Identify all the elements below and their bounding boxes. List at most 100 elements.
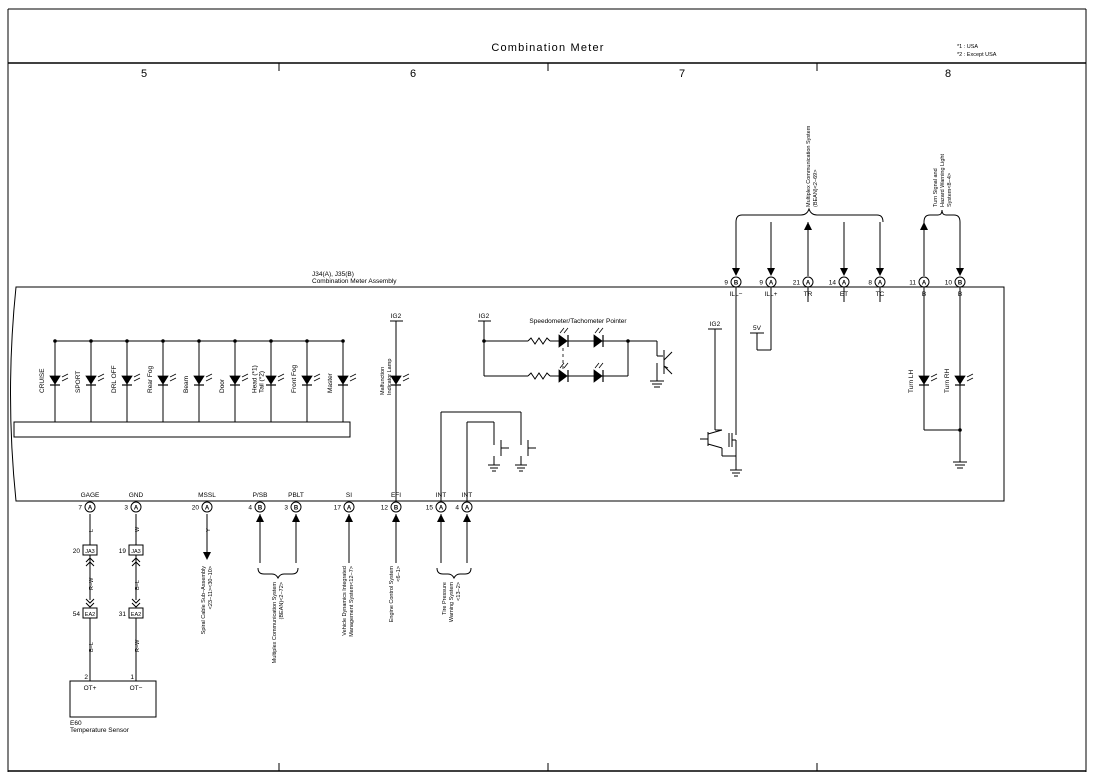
top-system-turn: Hazard Warning Light: [940, 154, 946, 207]
top-system-multiplex-ref: (BEAN)<2−69>: [813, 170, 819, 207]
indicator-label: Door: [219, 378, 226, 393]
pin-connector-letter: B: [394, 505, 399, 511]
pin-connector-letter: A: [465, 505, 470, 511]
pin-number: 14: [829, 279, 837, 286]
junction-pin: 19: [119, 548, 127, 555]
pin-connector-letter: A: [205, 505, 210, 511]
indicator-led: SPORT: [75, 339, 105, 422]
column-label: 7: [679, 68, 685, 80]
pin-number: 11: [909, 279, 916, 286]
pin-number: 15: [426, 504, 434, 511]
junction-connector: EA2: [131, 612, 141, 618]
top-system-turn: Turn Signal and: [933, 168, 939, 207]
sensor-pin-num: 2: [84, 674, 88, 681]
note-usa: *1 : USA: [957, 44, 978, 50]
pin-connector-letter: A: [134, 505, 139, 511]
pin-number: 3: [284, 504, 288, 511]
turn-circuit: [918, 302, 974, 469]
column-label: 6: [410, 68, 416, 80]
pin-connector-letter: B: [258, 505, 263, 511]
pin-connector-letter: A: [88, 505, 93, 511]
pin-number: 21: [793, 279, 801, 286]
turn-lh-label: Turn LH: [908, 369, 915, 393]
top-system-multiplex: Multiplex Communication System: [806, 125, 812, 207]
top-braces: [735, 207, 961, 223]
pin-name: INT: [436, 492, 447, 499]
wire-color: B−L: [89, 642, 95, 652]
pin-connector-letter: A: [842, 280, 847, 286]
indicator-label: CRUISE: [39, 368, 46, 393]
sensor-pin-name: OT−: [130, 685, 143, 692]
indicator-label: Front Fog: [291, 364, 298, 393]
junction-pin: 31: [119, 611, 127, 618]
tpws-circuit: [440, 411, 536, 501]
bottom-system-spiral-ref: <23−11><30−10>: [208, 566, 214, 609]
pin-name: SI: [346, 492, 352, 499]
pin-number: 8: [868, 279, 872, 286]
ill-voltage: 5V: [753, 325, 762, 332]
pin-connector-letter: A: [878, 280, 883, 286]
bottom-system-multiplex-ref: (BEAN)<2−72>: [279, 582, 285, 619]
pin-connector-letter: A: [769, 280, 774, 286]
bottom-system-efi: Engine Control System: [389, 566, 395, 623]
pin-name: PBLT: [288, 492, 304, 499]
pin-number: 20: [192, 504, 200, 511]
bottom-system-vdim: Vehicle Dynamics Integrated: [342, 566, 348, 636]
assembly-name: Combination Meter Assembly: [312, 278, 397, 285]
pin-connector-letter: A: [347, 505, 352, 511]
indicator-bank: [13, 340, 351, 438]
connector-pin: B4P/SB: [248, 492, 268, 513]
speedo-pointer-circuit: [478, 320, 673, 388]
mil-supply: IG2: [391, 313, 402, 320]
bottom-system-vdim-ref: Management System<12−7>: [349, 566, 355, 637]
wire-color: R−W: [135, 639, 141, 652]
speedo-supply: IG2: [479, 313, 490, 320]
wire-color: W: [135, 526, 141, 532]
wire-color: L: [89, 529, 95, 532]
connector-pin: A 20 MSSL: [192, 492, 216, 513]
pin-name: P/SB: [253, 492, 268, 499]
pin-number: 9: [759, 279, 763, 286]
junction-connector: JA3: [131, 549, 140, 555]
indicator-led: Head (*1)Tail (*2): [252, 339, 285, 422]
pin-number: 4: [455, 504, 459, 511]
indicator-led: Rear Fog: [147, 339, 177, 422]
indicator-led: DRL OFF: [111, 339, 141, 422]
indicator-label: SPORT: [75, 371, 82, 393]
pin-connector-letter: A: [922, 280, 927, 286]
pin-number: 9: [724, 279, 728, 286]
ill-supply: IG2: [710, 321, 721, 328]
pin-number: 10: [945, 279, 953, 286]
turn-rh-label: Turn RH: [944, 368, 951, 393]
pin-connector-letter: A: [806, 280, 811, 286]
bottom-system-tpws-ref: <13−2>: [456, 582, 462, 601]
column-label: 5: [141, 68, 147, 80]
junction-pin: 20: [73, 548, 81, 555]
pin-connector-letter: B: [294, 505, 299, 511]
top-arrows: [732, 222, 964, 276]
page-title: Combination Meter: [491, 42, 604, 54]
indicator-label: DRL OFF: [111, 365, 118, 393]
indicator-led: CRUISE: [39, 339, 69, 422]
pin-number: 7: [78, 504, 82, 511]
speedo-title: Speedometer/Tachometer Pointer: [529, 318, 627, 325]
bottom-system-tpws: Tire Pressure: [442, 582, 448, 615]
indicator-label: Head (*1): [252, 365, 259, 393]
pin-number: 12: [381, 504, 389, 511]
assembly-box: [10, 286, 1005, 502]
pin-name: MSSL: [198, 492, 216, 499]
assembly-ref: J34(A), J35(B): [312, 271, 354, 278]
sensor-pin-num: 1: [130, 674, 134, 681]
indicator-led: Front Fog: [291, 339, 321, 422]
indicator-label: Rear Fog: [147, 366, 154, 393]
indicator-label: Tail (*2): [259, 371, 266, 393]
pin-connector-letter: B: [958, 280, 963, 286]
